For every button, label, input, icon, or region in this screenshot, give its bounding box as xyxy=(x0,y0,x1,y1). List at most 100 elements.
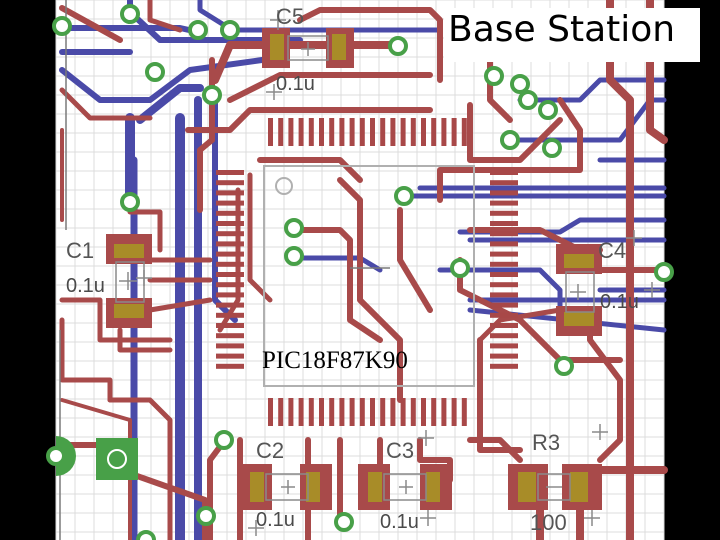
chip-pin xyxy=(421,118,426,146)
via xyxy=(654,262,674,282)
chip-pin xyxy=(268,118,273,146)
c2-body xyxy=(265,473,309,501)
top-trace xyxy=(467,437,523,463)
chip-pin xyxy=(410,118,416,146)
via xyxy=(554,356,574,376)
plus-marker xyxy=(626,230,642,246)
chip-pin xyxy=(359,398,365,426)
title-backdrop xyxy=(444,8,700,62)
chip-pin xyxy=(216,241,244,247)
bottom-trace xyxy=(517,97,667,143)
top-trace xyxy=(217,187,241,333)
chip-pin xyxy=(490,302,518,308)
chip-pin xyxy=(268,398,273,426)
chip-pin xyxy=(308,398,314,426)
top-trace xyxy=(437,97,583,203)
chip-pin xyxy=(461,118,467,146)
chip-pin xyxy=(216,221,244,226)
chip-pin xyxy=(216,282,244,288)
chip-pin xyxy=(216,261,244,267)
chip-pin xyxy=(370,118,375,146)
plus-marker xyxy=(420,510,436,526)
chip-pin xyxy=(339,118,345,146)
vias xyxy=(46,4,674,540)
c2-pad-fill xyxy=(306,472,320,502)
via xyxy=(334,512,354,532)
c5-ref-label: C5 xyxy=(276,4,305,29)
chip-pin xyxy=(216,170,244,175)
via xyxy=(450,258,470,278)
c3-pad-fill xyxy=(426,472,440,502)
top-trace xyxy=(297,227,383,343)
r3-pad-fill xyxy=(570,472,588,502)
chip-pin xyxy=(298,118,304,146)
via xyxy=(196,506,216,526)
chip-pin xyxy=(490,190,518,196)
plus-marker xyxy=(281,480,295,494)
c5-body xyxy=(287,35,329,61)
top-trace xyxy=(59,87,153,121)
chip-pin xyxy=(490,241,518,247)
top-trace xyxy=(297,7,443,83)
chip-pin xyxy=(441,398,447,426)
r3-pad-fill xyxy=(518,472,536,502)
c3-pad-fill xyxy=(368,472,382,502)
silkscreen xyxy=(59,0,390,540)
c2-pad-fill xyxy=(250,472,264,502)
chip-pin xyxy=(441,118,447,146)
c4-pad-fill xyxy=(564,312,594,326)
chip-pin xyxy=(329,118,335,146)
via xyxy=(52,16,72,36)
via xyxy=(220,20,240,40)
c1-value-label: 0.1u xyxy=(66,275,105,297)
chip-pin xyxy=(278,118,284,146)
chip-pin xyxy=(490,292,518,298)
c3-body xyxy=(383,473,427,501)
via xyxy=(145,62,165,82)
chip-pin xyxy=(216,343,244,349)
via xyxy=(518,90,538,110)
chip-pin xyxy=(421,398,426,426)
chip-pin xyxy=(359,118,365,146)
top-trace xyxy=(457,257,623,363)
top-trace xyxy=(467,102,563,163)
c4-footprint xyxy=(556,244,602,336)
via xyxy=(284,246,304,266)
c1-footprint xyxy=(106,234,152,328)
bottom-trace xyxy=(517,77,667,103)
chip-pin xyxy=(400,398,406,426)
chip-pin xyxy=(349,398,355,426)
chip-pin xyxy=(319,398,324,426)
chip-pin xyxy=(319,118,324,146)
c5-pad-fill xyxy=(332,34,346,60)
via xyxy=(120,4,140,24)
pin1-marker xyxy=(275,177,293,195)
chip-pin xyxy=(216,323,244,328)
chip-pin xyxy=(490,170,518,175)
top-trace xyxy=(147,297,213,313)
chip-pin xyxy=(451,398,457,426)
chip-pin xyxy=(461,398,467,426)
top-trace xyxy=(107,397,173,540)
plus-marker xyxy=(266,84,282,100)
chip-pin xyxy=(490,251,518,257)
chip-pin xyxy=(490,180,518,186)
c4-body xyxy=(565,271,595,313)
chip-pin xyxy=(490,343,518,349)
chip-pin xyxy=(490,282,518,288)
chip-pin xyxy=(490,363,518,369)
chip-pin xyxy=(216,363,244,369)
chip-label: PIC18F87K90 xyxy=(262,347,408,374)
c4-ref-label: C4 xyxy=(598,238,627,263)
chip-pin xyxy=(490,261,518,267)
via xyxy=(284,218,304,238)
chip-pin xyxy=(216,180,244,186)
c5-pad-fill xyxy=(270,34,284,60)
chip-pin xyxy=(490,323,518,328)
via xyxy=(510,74,530,94)
c1-ref-label: C1 xyxy=(66,238,95,263)
via xyxy=(120,192,140,212)
chip-pin xyxy=(380,118,386,146)
